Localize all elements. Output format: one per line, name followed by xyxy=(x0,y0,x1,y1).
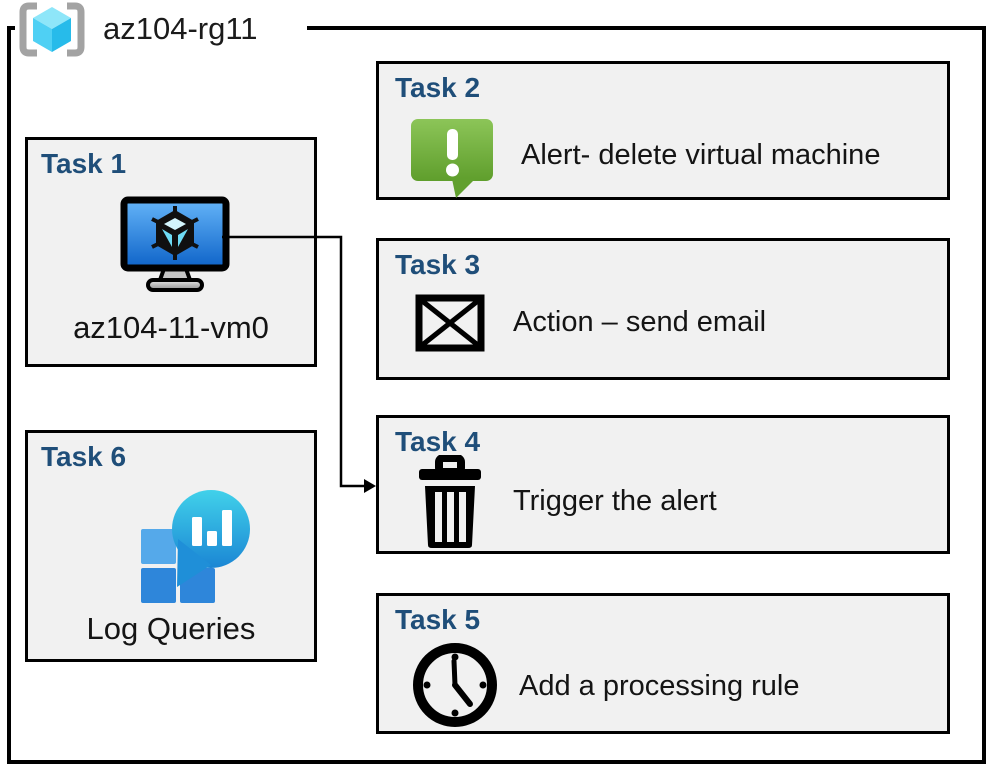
task-3-label: Task 3 xyxy=(395,249,481,280)
clock-icon xyxy=(409,640,501,730)
task-2-text: Alert- delete virtual machine xyxy=(521,139,881,171)
resource-group-title: az104-rg11 xyxy=(103,11,258,46)
task-box-3: Task 3 Action – send email xyxy=(376,238,950,380)
task-4-text: Trigger the alert xyxy=(513,485,717,517)
task-6-label: Task 6 xyxy=(41,441,127,472)
alert-message-icon xyxy=(408,113,496,201)
task-box-2: Task 2 Alert- delete virtual machine xyxy=(376,61,950,200)
task-box-5: Task 5 Add a processing rule xyxy=(376,593,950,734)
task-1-label: Task 1 xyxy=(41,148,127,179)
task-box-6: Task 6 Log Queries xyxy=(25,430,317,662)
task-6-text: Log Queries xyxy=(86,611,256,646)
task-3-text: Action – send email xyxy=(513,306,767,338)
resource-group-icon xyxy=(16,1,88,59)
task-4-label: Task 4 xyxy=(395,426,481,457)
task-box-1: Task 1 xyxy=(25,137,317,367)
trash-delete-icon xyxy=(417,454,483,551)
task-1-text: az104-11-vm0 xyxy=(73,310,269,345)
virtual-machine-icon xyxy=(120,196,230,292)
header-border-gap xyxy=(15,20,307,36)
log-queries-icon xyxy=(133,487,257,607)
task-box-4: Task 4 Trigger the alert xyxy=(376,415,950,554)
task-5-text: Add a processing rule xyxy=(519,670,800,702)
resource-group-boundary xyxy=(7,26,986,764)
task-2-label: Task 2 xyxy=(395,72,481,103)
email-envelope-icon xyxy=(415,294,485,352)
task-5-label: Task 5 xyxy=(395,604,481,635)
